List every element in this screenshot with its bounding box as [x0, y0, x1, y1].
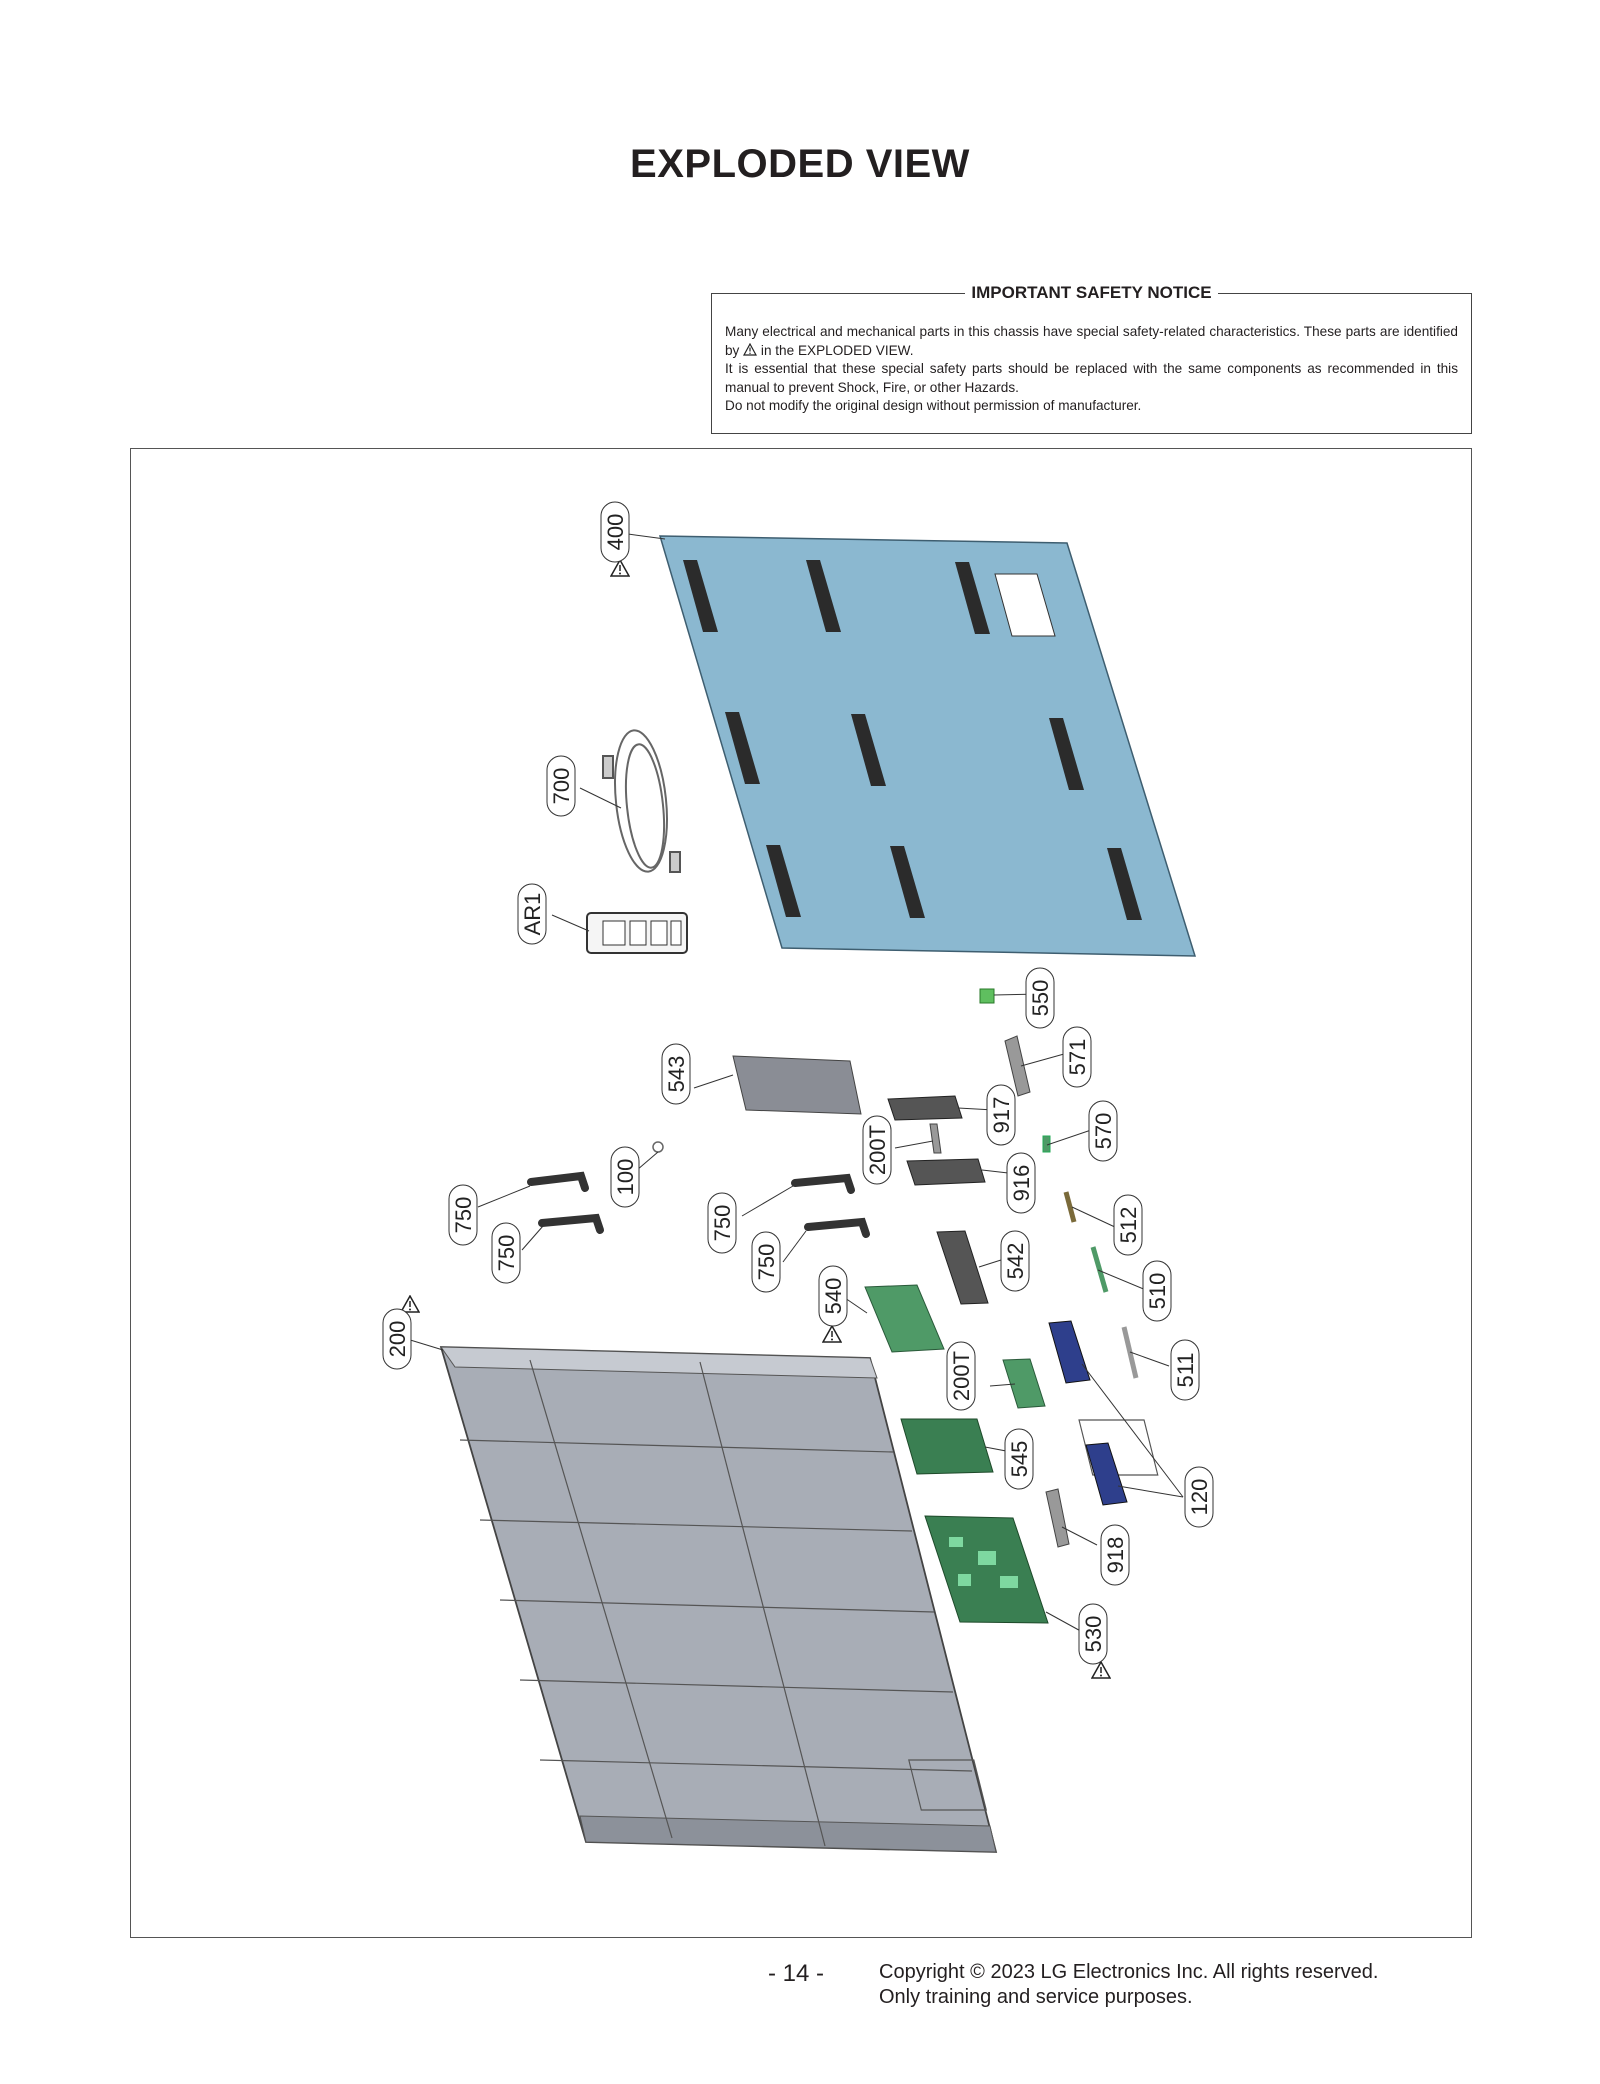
svg-text:200T: 200T: [865, 1125, 890, 1175]
svg-text:200T: 200T: [949, 1351, 974, 1401]
svg-text:750: 750: [451, 1197, 476, 1234]
svg-text:511: 511: [1173, 1352, 1198, 1387]
svg-text:750: 750: [710, 1205, 735, 1242]
callout-ar1: AR1: [517, 883, 547, 945]
board-510-part: [1090, 1246, 1109, 1293]
leader-lines: [406, 533, 1184, 1635]
callout-570: 570: [1088, 1100, 1118, 1162]
cable-512-part: [1063, 1191, 1077, 1223]
remote-part: [586, 912, 688, 954]
svg-text:571: 571: [1065, 1039, 1090, 1076]
callout-545: 545: [1004, 1428, 1034, 1490]
part-100: [652, 1141, 664, 1153]
svg-text:750: 750: [754, 1244, 779, 1281]
callout-400: 400: [600, 501, 630, 563]
svg-text:543: 543: [664, 1056, 689, 1093]
board-200t-part: [1002, 1358, 1046, 1409]
svg-text:570: 570: [1091, 1113, 1116, 1150]
callout-750-b: 750: [491, 1222, 521, 1284]
main-frame-part: [439, 1346, 1159, 1853]
page-number: - 14 -: [768, 1960, 825, 1987]
copyright-line: Copyright © 2023 LG Electronics Inc. All…: [879, 1961, 1379, 1983]
safety-notice-body: Many electrical and mechanical parts in …: [725, 323, 1458, 416]
handle-750-parts: [527, 1171, 870, 1238]
svg-text:400: 400: [603, 514, 628, 551]
callout-542: 542: [1000, 1230, 1030, 1292]
callout-750-d: 750: [751, 1231, 781, 1293]
callout-916: 916: [1006, 1152, 1036, 1214]
callout-120: 120: [1184, 1466, 1214, 1528]
safety-notice-box: IMPORTANT SAFETY NOTICE Many electrical …: [711, 283, 1472, 434]
warning-triangle-icon: [822, 1325, 842, 1343]
copyright-notice: Copyright © 2023 LG Electronics Inc. All…: [879, 1960, 1378, 2010]
page-title: EXPLODED VIEW: [630, 142, 970, 186]
callout-543: 543: [661, 1043, 691, 1105]
safety-notice-line3: Do not modify the original design withou…: [725, 398, 1142, 413]
svg-text:530: 530: [1081, 1616, 1106, 1653]
svg-text:200: 200: [385, 1321, 410, 1358]
bracket-200t-part: [929, 1123, 942, 1154]
exploded-view-diagram: 400 700 AR1 550 571 543 917 200T 570 100…: [382, 501, 1214, 1853]
board-545-part: [900, 1418, 994, 1475]
svg-text:540: 540: [821, 1278, 846, 1315]
callout-510: 510: [1142, 1260, 1172, 1322]
svg-text:550: 550: [1028, 980, 1053, 1017]
svg-text:700: 700: [549, 768, 574, 805]
bracket-917-part: [887, 1095, 963, 1121]
callout-571: 571: [1062, 1026, 1092, 1088]
svg-text:100: 100: [613, 1159, 638, 1196]
callout-700: 700: [546, 755, 576, 817]
main-board-530-part: [924, 1515, 1049, 1624]
speaker-mount-571-part: [1004, 1035, 1031, 1097]
svg-text:512: 512: [1116, 1207, 1141, 1244]
board-540-part: [864, 1284, 945, 1353]
callout-200: 200: [382, 1308, 412, 1370]
svg-text:917: 917: [989, 1097, 1014, 1134]
warning-triangle-icon: [400, 1295, 420, 1313]
svg-text:918: 918: [1103, 1537, 1128, 1574]
svg-text:510: 510: [1145, 1273, 1170, 1310]
speaker-120-part: [1048, 1320, 1128, 1506]
callout-511: 511: [1170, 1339, 1200, 1401]
housing-542-part: [936, 1230, 989, 1305]
callout-530: 530: [1078, 1603, 1108, 1665]
callout-918: 918: [1100, 1524, 1130, 1586]
callout-200t-lower: 200T: [946, 1341, 976, 1411]
shield-plate-part: [732, 1055, 862, 1115]
back-cover-part: [658, 535, 1197, 957]
safety-notice-line1: Many electrical and mechanical parts in …: [725, 323, 1458, 360]
bracket-918-part: [1045, 1488, 1070, 1548]
safety-notice-title: IMPORTANT SAFETY NOTICE: [712, 283, 1471, 303]
svg-text:916: 916: [1009, 1165, 1034, 1202]
svg-text:542: 542: [1003, 1243, 1028, 1280]
callout-100: 100: [610, 1146, 640, 1208]
callout-540: 540: [818, 1265, 848, 1327]
diagram-frame: [130, 448, 1472, 1938]
callout-512: 512: [1113, 1194, 1143, 1256]
power-cord-part: [602, 729, 681, 873]
callout-550: 550: [1025, 967, 1055, 1029]
svg-text:AR1: AR1: [520, 893, 545, 936]
callout-750-a: 750: [448, 1184, 478, 1246]
svg-text:545: 545: [1007, 1441, 1032, 1478]
usage-line: Only training and service purposes.: [879, 1986, 1193, 2008]
callout-750-c: 750: [707, 1192, 737, 1254]
connector-550-part: [979, 988, 995, 1004]
callout-200t-upper: 200T: [862, 1115, 892, 1185]
svg-text:120: 120: [1187, 1479, 1212, 1516]
bracket-916-part: [906, 1158, 986, 1186]
svg-text:750: 750: [494, 1235, 519, 1272]
warning-triangle-icon: [743, 342, 758, 362]
safety-notice-line2: It is essential that these special safet…: [725, 361, 1458, 395]
callout-917: 917: [986, 1084, 1016, 1146]
